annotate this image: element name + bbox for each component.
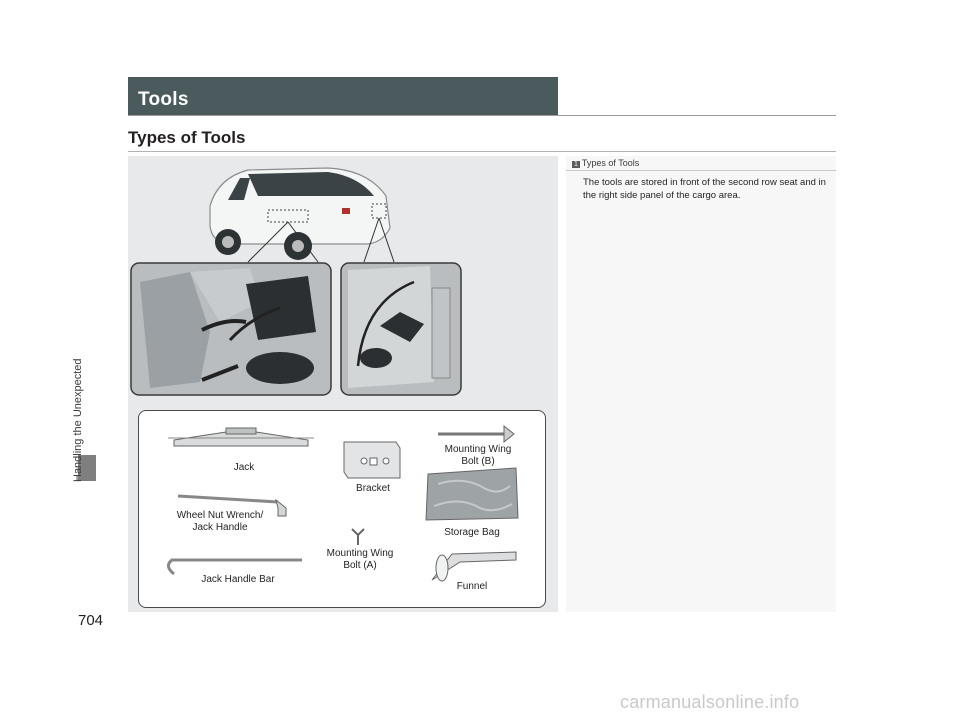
note-box	[566, 156, 836, 612]
wheel-nut-wrench-label-line2: Jack Handle	[160, 522, 280, 534]
note-marker-icon: 1	[572, 161, 580, 168]
storage-bag-icon	[424, 466, 520, 522]
mounting-wing-bolt-b-icon	[434, 424, 518, 444]
mounting-wing-bolt-a-label: Mounting Wing Bolt (A)	[310, 548, 410, 572]
section-title: Types of Tools	[128, 128, 245, 148]
mounting-wing-bolt-a-icon	[350, 527, 366, 547]
mounting-wing-bolt-a-label-line1: Mounting Wing	[310, 548, 410, 560]
chapter-header-bar	[128, 77, 558, 115]
mounting-wing-bolt-b-label-line1: Mounting Wing	[428, 444, 528, 456]
note-heading-rule	[566, 170, 836, 171]
note-heading-text: Types of Tools	[582, 158, 639, 168]
bracket-label: Bracket	[348, 483, 398, 495]
cargo-side-panel-illustration	[340, 262, 462, 396]
storage-bag-label: Storage Bag	[436, 527, 508, 539]
header-rule	[128, 115, 836, 116]
minivan-illustration	[128, 156, 558, 266]
note-body: The tools are stored in front of the sec…	[583, 176, 829, 202]
bracket-icon	[340, 438, 404, 484]
wheel-nut-wrench-label: Wheel Nut Wrench/ Jack Handle	[160, 510, 280, 534]
funnel-label: Funnel	[450, 581, 494, 593]
mounting-wing-bolt-b-label: Mounting Wing Bolt (B)	[428, 444, 528, 468]
funnel-icon	[430, 546, 520, 582]
second-row-seat-illustration	[130, 262, 332, 396]
chapter-title: Tools	[138, 89, 189, 111]
watermark: carmanualsonline.info	[620, 692, 799, 713]
wheel-nut-wrench-label-line1: Wheel Nut Wrench/	[160, 510, 280, 522]
page-number: 704	[78, 612, 103, 629]
section-rule	[128, 151, 836, 152]
jack-label: Jack	[224, 462, 264, 474]
jack-icon	[166, 424, 316, 454]
jack-handle-bar-label: Jack Handle Bar	[190, 574, 286, 586]
mounting-wing-bolt-a-label-line2: Bolt (A)	[310, 560, 410, 572]
section-label: Handling the Unexpected	[72, 222, 84, 482]
